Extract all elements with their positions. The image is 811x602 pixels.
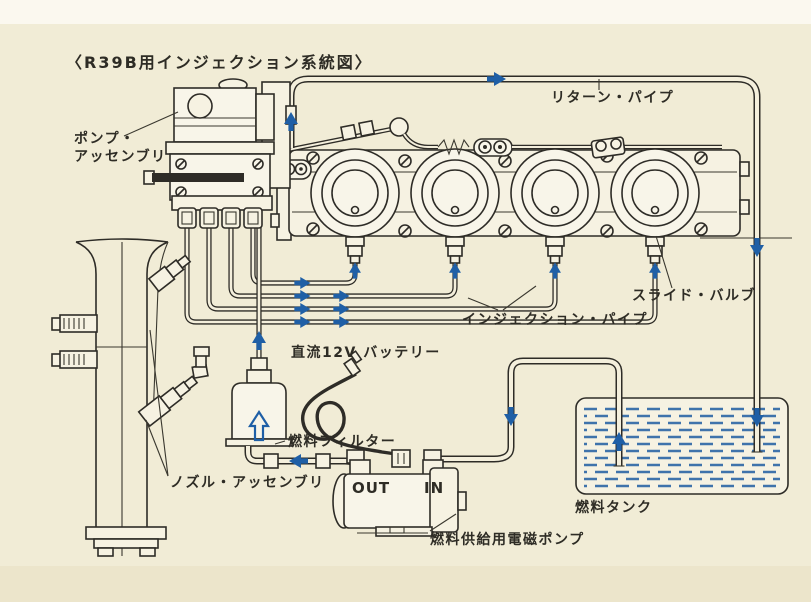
battery-terminal: [391, 449, 411, 468]
label-slide-valve: スライド・バルブ: [632, 287, 756, 304]
pump-out-label: OUT: [352, 479, 390, 497]
injector-4: [645, 236, 665, 264]
return-spring-icon: [437, 138, 470, 156]
injector-3: [545, 236, 565, 264]
upper-nozzle: [147, 254, 192, 293]
label-fuel-tank: 燃料タンク: [575, 499, 653, 516]
label-injection-pipe: インジェクション・パイプ: [462, 312, 648, 328]
label-return-pipe: リターン・パイプ: [551, 90, 674, 106]
injector-2: [445, 236, 465, 264]
paper-top-strip: [0, 0, 811, 24]
ball-joint: [389, 117, 409, 137]
flow-arrow-up-open-icon: [247, 409, 271, 442]
pump-outlet-ports: [177, 207, 263, 229]
injector-nozzle: [137, 375, 199, 428]
throttle-bores: [310, 148, 700, 238]
pump-in-label: IN: [424, 479, 444, 497]
throttle-bore-4: [610, 148, 700, 238]
label-pump-assembly-1: ポンプ・: [74, 130, 136, 147]
clamp-bolts: [51, 314, 98, 369]
pump-lever: [152, 173, 244, 182]
label-nozzle-assembly: ノズル・アッセンブリ: [170, 474, 325, 491]
paper-bottom-strip: [0, 566, 811, 602]
injection-pipes: [184, 224, 658, 325]
battery-wire: [301, 350, 411, 468]
label-solenoid-pump: 燃料供給用電磁ポンプ: [430, 531, 585, 548]
pump-screws: [175, 158, 264, 198]
label-fuel-filter: 燃料フィルター: [288, 433, 396, 450]
throttle-bore-3: [510, 148, 600, 238]
return-pipe: [287, 75, 763, 453]
pump-assembly: [143, 78, 297, 229]
injector-fittings: [345, 236, 665, 264]
leader-lines: [123, 79, 673, 534]
label-pump-assembly-2: アッセンブリ: [74, 148, 167, 165]
nozzle-assembly: [51, 238, 210, 557]
slide-valve-unit: [270, 145, 792, 241]
throttle-bore-2: [410, 148, 500, 238]
solenoid-pump: OUT IN: [332, 449, 467, 537]
label-battery: 直流12V バッテリー: [291, 344, 441, 361]
throttle-bore-1: [310, 148, 400, 238]
diagram-title: 〈R39B用インジェクション系統図〉: [66, 53, 373, 72]
